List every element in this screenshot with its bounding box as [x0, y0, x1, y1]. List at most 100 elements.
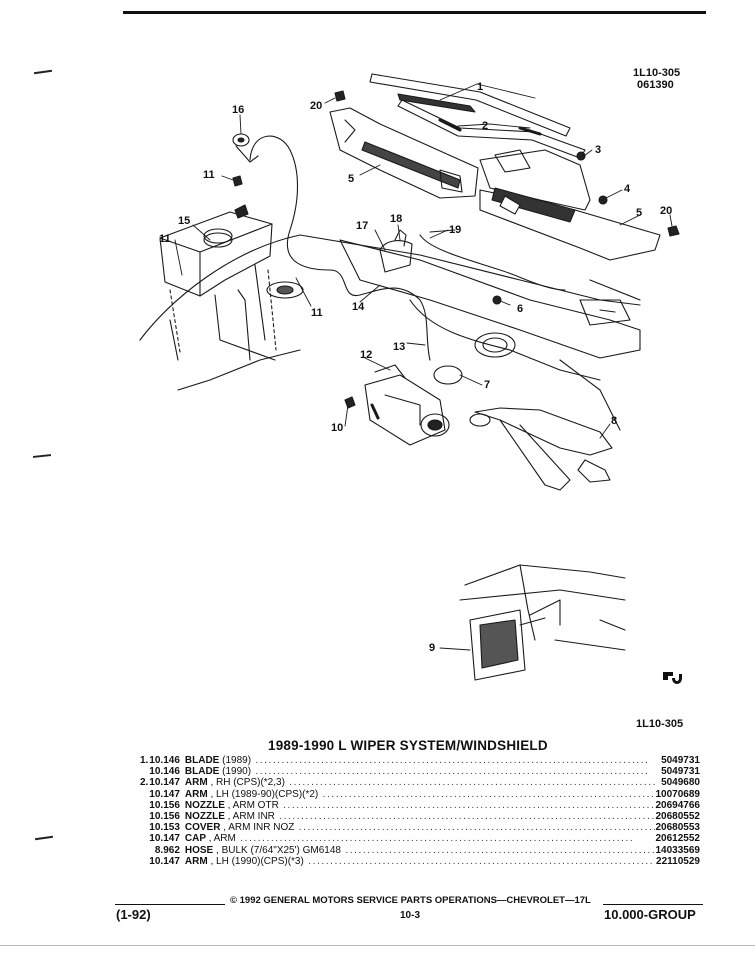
washer-hose: [249, 135, 431, 361]
part-group: 10.147: [149, 788, 180, 800]
part-name: CAP: [184, 833, 206, 845]
dot-leader: ........................................…: [308, 855, 655, 867]
wiper-motor: [364, 364, 463, 446]
drawing-ref: 1L10-305: [633, 67, 681, 79]
dot-leader: ........................................…: [251, 755, 650, 766]
part-name: BLADE: [184, 755, 220, 766]
wiper-blade-upper: [369, 73, 571, 137]
footer-rule-right: [603, 904, 703, 905]
part-name: NOZZLE: [184, 811, 225, 823]
footer-rule-left: [115, 904, 225, 905]
part-key: [140, 800, 149, 811]
part-number: 14033569: [655, 844, 701, 856]
part-key: [140, 845, 149, 856]
dot-leader: ........................................…: [294, 822, 655, 834]
part-desc: , BULK (7/64"X25') GM6148: [216, 844, 341, 856]
part-key: [140, 833, 149, 844]
part-desc: , ARM: [208, 833, 236, 845]
part-number: 20694766: [655, 799, 701, 811]
part-name: ARM: [184, 777, 208, 789]
part-name: ARM: [184, 855, 208, 867]
part-key: [140, 856, 149, 867]
leader-lines: [174, 83, 673, 651]
part-desc: , RH (CPS)(*2,3): [210, 777, 285, 789]
part-number: 5049731: [661, 766, 700, 778]
part-name: COVER: [184, 822, 221, 834]
callout-8: 8: [611, 415, 617, 427]
part-description: NOZZLE , ARM INR .......................…: [185, 811, 655, 822]
part-name: ARM: [184, 788, 208, 800]
bolt-4: [598, 195, 608, 205]
wiper-linkage: [469, 407, 613, 491]
callout-14: 14: [352, 301, 365, 313]
cowl-panel-left: [329, 107, 479, 199]
bolt-3: [576, 151, 586, 161]
part-description: BLADE (1989) ...........................…: [185, 755, 655, 766]
top-rule: [123, 11, 706, 14]
part-group: 8.962: [154, 844, 180, 856]
part-key: 1.: [140, 755, 149, 766]
logo-mark: [663, 672, 682, 684]
part-group: 10.147: [149, 855, 180, 867]
plenum-panel: [339, 239, 641, 431]
part-number: 5049680: [661, 777, 700, 789]
part-number: 22110529: [656, 855, 700, 867]
footer-copyright: © 1992 GENERAL MOTORS SERVICE PARTS OPER…: [230, 895, 591, 906]
margin-mark: [34, 835, 54, 841]
detail-inset: [459, 564, 626, 681]
wiper-arm-upper: [397, 99, 586, 159]
dot-leader: ........................................…: [284, 777, 655, 789]
part-number: 5049731: [661, 755, 700, 766]
callout-11c: 11: [311, 307, 323, 319]
cowl-panel-right: [479, 149, 661, 261]
dot-leader: ........................................…: [322, 788, 655, 800]
page-title: 1989-1990 L WIPER SYSTEM/WINDSHIELD: [268, 738, 548, 753]
part-number: 20680552: [655, 811, 701, 823]
dot-leader: ........................................…: [274, 811, 655, 823]
part-group: 10.153: [149, 822, 180, 834]
callout-numbers: 1 2 3 4 5 5 6 7 8 9 10 11 11 11 12 13 14…: [159, 81, 672, 654]
bottom-edge: [0, 945, 755, 946]
part-key: [140, 789, 149, 800]
detail-ref: 1L10-305: [636, 718, 684, 730]
nut-6: [492, 295, 502, 305]
part-key: [140, 822, 149, 833]
part-group: 10.147: [149, 833, 180, 845]
callout-16: 16: [232, 104, 244, 116]
part-description: HOSE , BULK (7/64"X25') GM6148 .........…: [185, 845, 655, 856]
bolt-10: [344, 396, 356, 409]
part-group: 10.156: [149, 799, 180, 811]
table-row: 10.147 ARM , LH (1990)(CPS)(*3) .........…: [140, 856, 700, 867]
screw-20-left: [334, 90, 346, 102]
callout-20a: 20: [310, 100, 322, 112]
table-row: 8.962 HOSE , BULK (7/64"X25') GM6148 ....…: [140, 845, 700, 856]
dot-leader: ........................................…: [278, 799, 655, 811]
part-description: BLADE (1990) ...........................…: [185, 766, 655, 777]
footer-revision: (1-92): [116, 907, 151, 922]
footer-group: 10.000-GROUP: [604, 907, 696, 922]
part-number: 10070689: [655, 788, 701, 800]
callout-5a: 5: [348, 173, 354, 185]
callout-3: 3: [595, 144, 601, 156]
part-desc: , LH (1990)(CPS)(*3): [210, 855, 304, 867]
part-description: ARM , RH (CPS)(*2,3) ...................…: [185, 777, 655, 788]
callout-9: 9: [429, 642, 435, 654]
callout-15: 15: [178, 215, 190, 227]
part-name: BLADE: [184, 766, 220, 778]
part-group: 10.146: [149, 755, 180, 766]
washer-reservoir: [159, 204, 273, 297]
screw-20-right: [667, 225, 680, 237]
part-number: 20680553: [655, 822, 701, 834]
dot-leader: ........................................…: [251, 766, 650, 778]
bolt-11: [232, 175, 243, 187]
part-number: 20612552: [655, 833, 701, 845]
part-desc: (1989): [222, 755, 252, 766]
callout-18: 18: [390, 213, 402, 225]
